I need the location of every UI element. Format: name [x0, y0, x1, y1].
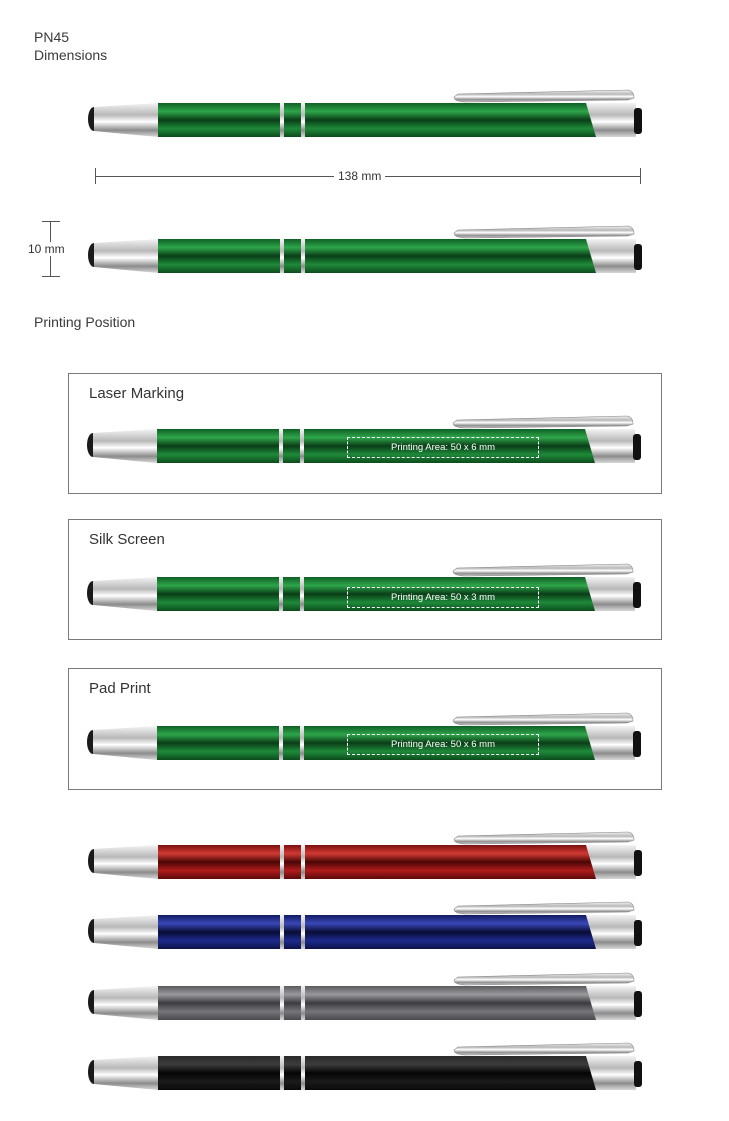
printing-method-label: Silk Screen	[89, 531, 165, 548]
product-code: PN45	[34, 29, 70, 45]
diameter-tick-top	[42, 221, 60, 222]
diameter-label: 10 mm	[24, 242, 69, 256]
printing-box-laser: Laser Marking Printing Area: 50 x 6 mm	[68, 373, 662, 494]
printing-position-heading: Printing Position	[34, 314, 136, 330]
printing-box-silk: Silk Screen Printing Area: 50 x 3 mm	[68, 519, 662, 640]
pen-diameter-view	[88, 222, 644, 278]
printing-box-pad: Pad Print Printing Area: 50 x 6 mm	[68, 668, 662, 790]
pen-color-red	[88, 828, 644, 884]
pen-color-blue	[88, 898, 644, 954]
diameter-tick-bottom	[42, 276, 60, 277]
pen-color-gray	[88, 969, 644, 1025]
pen-color-black	[88, 1039, 644, 1095]
dimensions-heading: Dimensions	[34, 47, 108, 63]
printing-area-label: Printing Area: 50 x 6 mm	[347, 437, 539, 458]
printing-area-label: Printing Area: 50 x 6 mm	[347, 734, 539, 755]
printing-method-label: Pad Print	[89, 680, 151, 697]
length-label: 138 mm	[334, 169, 386, 183]
length-tick-right	[640, 168, 641, 184]
pen-dimension-view	[88, 86, 644, 142]
printing-method-label: Laser Marking	[89, 385, 185, 402]
printing-area-label: Printing Area: 50 x 3 mm	[347, 587, 539, 608]
